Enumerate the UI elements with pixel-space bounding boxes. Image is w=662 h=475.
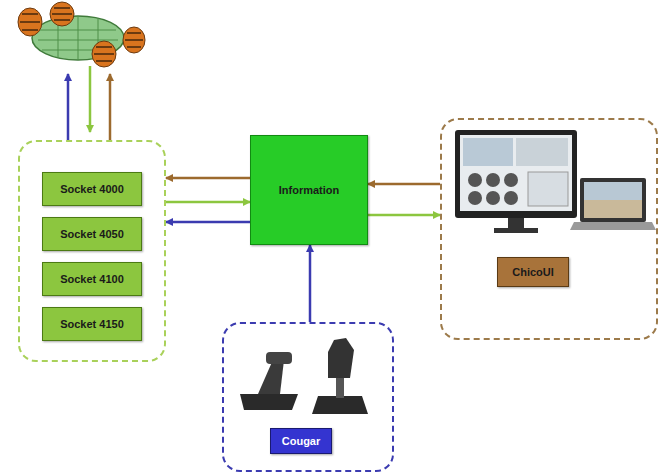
node-label: Socket 4000 bbox=[60, 183, 124, 196]
node-label: Socket 4100 bbox=[60, 273, 124, 286]
monitor-illustration bbox=[455, 130, 656, 233]
data-flow-arrow bbox=[166, 177, 250, 180]
data-flow-arrow bbox=[309, 245, 312, 322]
node-label: Cougar bbox=[282, 435, 321, 448]
joystick-illustration bbox=[240, 338, 368, 414]
node-label: ChicoUI bbox=[512, 266, 554, 279]
robot-wheel bbox=[50, 2, 74, 26]
data-flow-arrow bbox=[368, 214, 440, 217]
data-flow-arrow bbox=[368, 183, 440, 186]
monitor-frame bbox=[455, 130, 577, 218]
socket-group: Socket 4000Socket 4050Socket 4100Socket … bbox=[18, 140, 166, 362]
monitor-screen bbox=[460, 135, 572, 211]
socket-box: Socket 4050 bbox=[42, 217, 142, 251]
laptop bbox=[580, 178, 646, 222]
node-label: Information bbox=[279, 184, 340, 197]
chicoui-label-box: ChicoUI bbox=[497, 257, 569, 287]
robot-wheel bbox=[92, 41, 116, 67]
information-box: Information bbox=[250, 135, 368, 245]
robot-frame bbox=[38, 16, 118, 60]
cougar-label-box: Cougar bbox=[270, 428, 332, 454]
robot-illustration bbox=[18, 2, 145, 67]
socket-box: Socket 4000 bbox=[42, 172, 142, 206]
robot-link-arrows bbox=[68, 66, 110, 140]
robot-body bbox=[32, 16, 124, 60]
robot-wheel bbox=[123, 27, 145, 53]
throttle-base bbox=[240, 394, 298, 410]
data-flow-arrow bbox=[166, 221, 250, 224]
chicoui-group: ChicoUI bbox=[440, 118, 658, 340]
cougar-group: Cougar bbox=[222, 322, 394, 472]
socket-box: Socket 4150 bbox=[42, 307, 142, 341]
robot-wheel bbox=[18, 8, 42, 36]
stick-base bbox=[312, 396, 368, 414]
node-label: Socket 4150 bbox=[60, 318, 124, 331]
socket-box: Socket 4100 bbox=[42, 262, 142, 296]
node-label: Socket 4050 bbox=[60, 228, 124, 241]
data-flow-arrow bbox=[166, 201, 250, 204]
